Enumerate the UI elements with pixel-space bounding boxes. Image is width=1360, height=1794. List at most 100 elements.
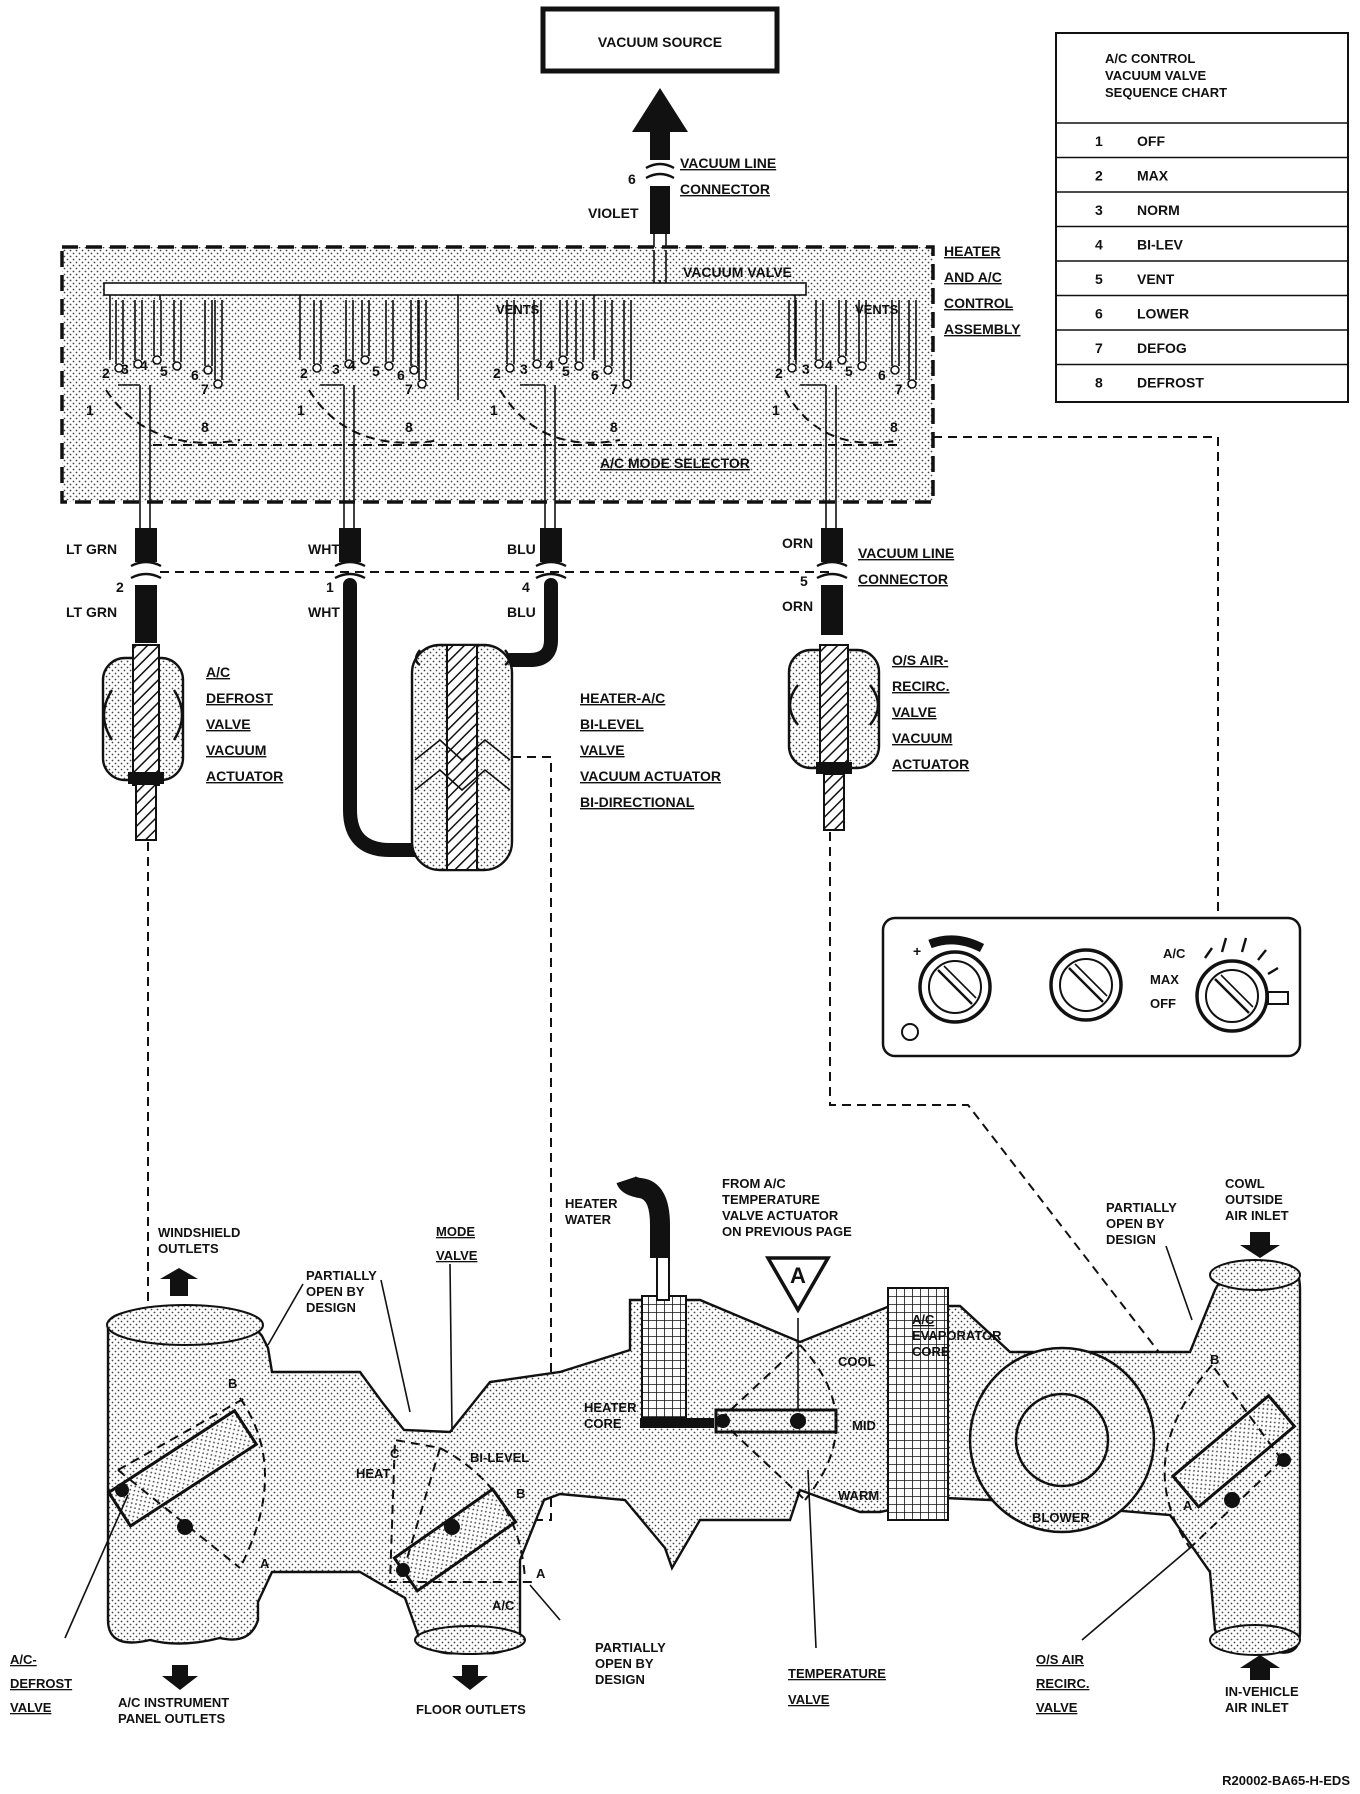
partially-open-3-b: OPEN BY [1106, 1216, 1165, 1231]
valve-port-finger [559, 300, 568, 356]
mode-selector-label: A/C MODE SELECTOR [600, 455, 750, 471]
defrost-actuator [101, 644, 185, 841]
recirc-pos-a: A [1183, 1498, 1193, 1513]
selector-position-number: 4 [348, 357, 356, 373]
chart-row-number: 4 [1095, 237, 1103, 253]
valve-port-node [312, 363, 322, 373]
partially-open-2-b: OPEN BY [595, 1656, 654, 1671]
selector-position-number: 7 [201, 381, 209, 397]
partially-open-1-c: DESIGN [306, 1300, 356, 1315]
vacuum-source: VACUUM SOURCE [540, 6, 780, 74]
valve-port-node [603, 365, 613, 375]
chart-title-1: A/C CONTROL [1105, 51, 1195, 66]
cowl-inlet-2: OUTSIDE [1225, 1192, 1283, 1207]
orn-wire-bottom: ORN [782, 598, 813, 614]
defrost-valve-3: VALVE [10, 1700, 52, 1715]
chart-row-name: NORM [1137, 202, 1180, 218]
selector-position-number: 6 [397, 367, 405, 383]
selector-position-number: 2 [102, 365, 110, 381]
floor-outlets: FLOOR OUTLETS [416, 1702, 526, 1717]
valve-port-finger [891, 300, 900, 366]
chart-row-number: 3 [1095, 202, 1103, 218]
valve-port-node [172, 361, 182, 371]
valve-port-node [558, 355, 568, 365]
bottom-connector-label-2: CONNECTOR [858, 571, 948, 587]
valve-port-node [787, 363, 797, 373]
blu-wire-bottom: BLU [507, 604, 536, 620]
ref-marker-a: A [764, 1256, 832, 1314]
valve-port-node [344, 359, 354, 369]
ip-outlets-1: A/C INSTRUMENT [118, 1695, 229, 1710]
defrost-actuator-label-5: ACTUATOR [206, 768, 283, 784]
figure-id: R20002-BA65-H-EDS [1222, 1773, 1350, 1788]
valve-port-node [203, 365, 213, 375]
valve-port-node [890, 365, 900, 375]
valve-port-finger [908, 300, 917, 380]
selector-position-number: 7 [610, 381, 618, 397]
valve-port-node [574, 361, 584, 371]
valve-port-node [505, 363, 515, 373]
valve-port-finger [385, 300, 394, 362]
valve-port-finger [604, 300, 613, 366]
control-assembly-label-3: CONTROL [944, 295, 1014, 311]
wht-wire-top: WHT [308, 541, 340, 557]
mode-valve-label-1: MODE [436, 1224, 475, 1239]
selector-position-number: 5 [845, 363, 853, 379]
chart-row-name: DEFROST [1137, 375, 1204, 391]
defrost-valve-1: A/C- [10, 1652, 37, 1667]
chart-row-number: 2 [1095, 168, 1103, 184]
from-temp-3: VALVE ACTUATOR [722, 1208, 839, 1223]
lt-grn-wire-bottom: LT GRN [66, 604, 117, 620]
valve-port-node [114, 363, 124, 373]
windshield-outlets-1: WINDSHIELD [158, 1225, 240, 1240]
valve-port-finger [418, 300, 427, 380]
mode-pos-b: B [516, 1486, 525, 1501]
panel-ac-label: A/C [1163, 946, 1186, 961]
valve-port-finger [173, 300, 182, 362]
chart-row-number: 1 [1095, 133, 1103, 149]
chart-row-name: DEFOG [1137, 340, 1187, 356]
orn-wire-top: ORN [782, 535, 813, 551]
selector-position-number: 8 [405, 419, 413, 435]
valve-port-node [814, 359, 824, 369]
valve-port-node [417, 379, 427, 389]
selector-position-number: 8 [890, 419, 898, 435]
valve-port-finger [345, 300, 354, 360]
chart-row-name: LOWER [1137, 306, 1189, 322]
in-vehicle-inlet-2: AIR INLET [1225, 1700, 1289, 1715]
defrost-pos-a: A [260, 1556, 270, 1571]
partially-open-3-c: DESIGN [1106, 1232, 1156, 1247]
partially-open-3-a: PARTIALLY [1106, 1200, 1177, 1215]
defrost-actuator-label-1: A/C [206, 664, 230, 680]
valve-port-finger [533, 300, 542, 360]
bilevel-actuator-label-4: VACUUM ACTUATOR [580, 768, 721, 784]
valve-port-node [622, 379, 632, 389]
valve-port-node [152, 355, 162, 365]
valve-port-finger [575, 300, 584, 362]
evaporator-3: CORE [912, 1344, 950, 1359]
selector-position-number: 3 [802, 361, 810, 377]
chart-row-name: MAX [1137, 168, 1169, 184]
recirc-actuator [787, 644, 881, 831]
bilevel-actuator [343, 578, 558, 872]
valve-port-finger [506, 300, 515, 364]
valve-port-finger [134, 300, 143, 360]
recirc-pos-b: B [1210, 1352, 1219, 1367]
vacuum-line-connectors [130, 528, 848, 643]
from-temp-2: TEMPERATURE [722, 1192, 820, 1207]
recirc-actuator-label-1: O/S AIR- [892, 652, 949, 668]
bottom-connector-label-1: VACUUM LINE [858, 545, 954, 561]
valve-port-finger [838, 300, 847, 356]
valve-port-node [837, 355, 847, 365]
valve-port-finger [858, 300, 867, 362]
chart-row-number: 8 [1095, 375, 1103, 391]
temperature-valve-1: TEMPERATURE [788, 1666, 886, 1681]
recirc-actuator-label-2: RECIRC. [892, 678, 950, 694]
cool-label: COOL [838, 1354, 876, 1369]
top-connector-label-2: CONNECTOR [680, 181, 770, 197]
mid-label: MID [852, 1418, 876, 1433]
selector-position-number: 3 [121, 361, 129, 377]
heater-core-2: CORE [584, 1416, 622, 1431]
